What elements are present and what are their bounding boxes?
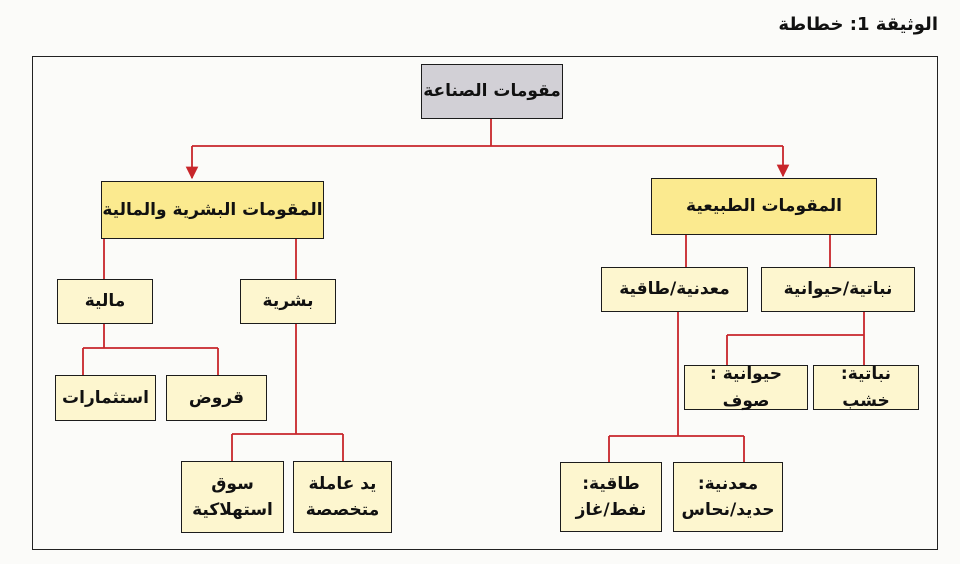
node-label-line1: يد عاملة	[308, 473, 377, 494]
node-label-line2: نفط/غاز	[575, 500, 647, 520]
node-label: مالية	[84, 291, 126, 312]
node-label-line1: سوق	[211, 473, 254, 494]
node-human: بشرية	[240, 279, 336, 324]
node-energy-oil-gas: طاقية: نفط/غاز	[560, 462, 662, 532]
node-label: المقومات الطبيعية	[686, 196, 842, 217]
node-loans: قروض	[166, 375, 267, 421]
node-plant-animal: نباتية/حيوانية	[761, 267, 915, 312]
node-human-financial-factors: المقومات البشرية والمالية	[101, 181, 324, 239]
node-consumer-market: سوق استهلاكية	[181, 461, 284, 533]
node-label: استثمارات	[62, 387, 149, 408]
node-mineral-iron-copper: معدنية: حديد/نحاس	[673, 462, 783, 532]
node-skilled-labor: يد عاملة متخصصة	[293, 461, 392, 533]
node-label: نباتية/حيوانية	[783, 279, 893, 300]
node-label-line1: معدنية:	[697, 473, 759, 494]
node-label-line2: متخصصة	[305, 500, 380, 520]
document-title: الوثيقة 1: خطاطة	[778, 14, 938, 35]
node-animal-wool: حيوانية : صوف	[684, 364, 808, 411]
node-label: المقومات البشرية والمالية	[102, 199, 323, 220]
node-investments: استثمارات	[55, 375, 156, 421]
node-mineral-energy: معدنية/طاقية	[601, 267, 748, 312]
node-label-line2: حديد/نحاس	[681, 500, 775, 520]
node-label: حيوانية : صوف	[709, 364, 783, 411]
node-industry-factors: مقومات الصناعة	[421, 64, 563, 119]
node-plant-wood: نباتية: خشب	[813, 364, 919, 411]
node-label: قروض	[188, 387, 245, 408]
node-label-line2: استهلاكية	[192, 500, 273, 520]
node-label: بشرية	[262, 291, 314, 312]
node-label: نباتية: خشب	[840, 364, 892, 411]
node-financial: مالية	[57, 279, 153, 324]
diagram-frame	[32, 56, 938, 550]
node-label: مقومات الصناعة	[423, 81, 561, 102]
node-label: معدنية/طاقية	[619, 279, 730, 300]
node-natural-factors: المقومات الطبيعية	[651, 178, 877, 235]
node-label-line1: طاقية:	[582, 473, 640, 494]
